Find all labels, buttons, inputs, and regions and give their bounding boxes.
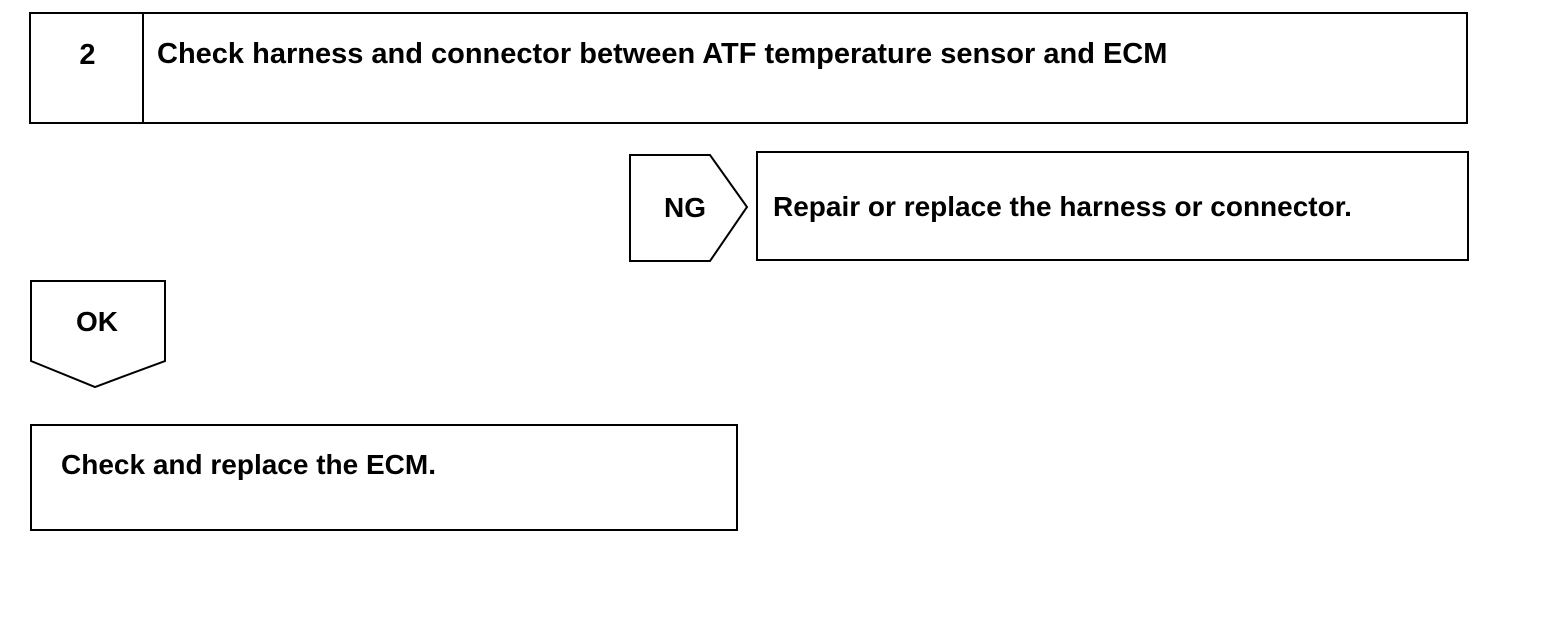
ng-action-box: Repair or replace the harness or connect…: [756, 151, 1469, 261]
step-header-box: 2 Check harness and connector between AT…: [29, 12, 1468, 124]
step-number-cell: 2: [31, 14, 144, 122]
step-title: Check harness and connector between ATF …: [157, 38, 1168, 70]
ng-action-text: Repair or replace the harness or connect…: [773, 191, 1352, 222]
ng-label: NG: [664, 192, 706, 223]
ok-label: OK: [76, 306, 118, 337]
ok-action-text: Check and replace the ECM.: [61, 449, 437, 480]
ok-action-box: Check and replace the ECM.: [30, 424, 738, 531]
step-number: 2: [79, 39, 96, 71]
